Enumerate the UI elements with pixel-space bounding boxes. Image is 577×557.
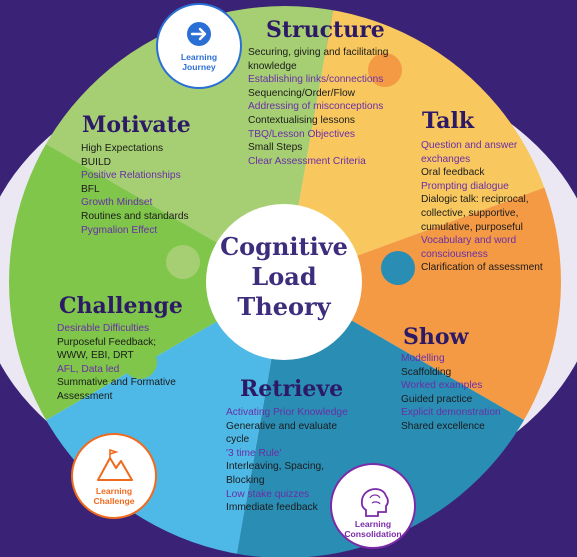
structure-item: Establishing links/connections [248, 74, 384, 86]
retrieve-title: Retrieve [240, 376, 344, 402]
challenge-item: AFL, Data led [57, 363, 120, 375]
motivate-title: Motivate [82, 112, 191, 138]
retrieve-item: '3 time Rule' [226, 447, 282, 459]
challenge-item: Desirable Difficulties [57, 323, 150, 334]
talk-title: Talk [422, 108, 475, 134]
talk-sector [285, 179, 561, 432]
structure-item: Addressing of misconceptions [248, 101, 384, 113]
talk-item: Question and answer exchanges [421, 140, 518, 165]
challenge-item: WWW, EBI, DRT [57, 350, 134, 362]
learning-journey-line2: Journey [182, 62, 216, 72]
structure-item: Sequencing/Order/Flow [248, 87, 356, 99]
structure-item: Clear Assessment Criteria [248, 155, 366, 167]
learning-consolidation-badge [330, 463, 416, 549]
talk-item: Clarification of assessment [421, 262, 543, 274]
show-item: Worked examples [401, 380, 483, 392]
challenge-title: Challenge [59, 293, 183, 319]
retrieve-item: Activating Prior Knowledge [226, 407, 348, 418]
mountain-icon [97, 457, 133, 481]
center-title: Cognitive Load Theory [208, 232, 360, 322]
challenge-item: Summative and Formative Assessment [57, 377, 176, 402]
puzzle-tab-1 [368, 53, 402, 87]
retrieve-item: Low stake quizzes [226, 488, 310, 500]
learning-consolidation-label: Learning Consolidation [338, 519, 408, 539]
talk-item: Prompting dialogue [421, 180, 509, 192]
motivate-item: Growth Mindset [81, 197, 153, 209]
motivate-item: BFL [81, 183, 100, 195]
structure-list: Securing, giving and facilitating knowle… [248, 46, 396, 168]
motivate-item: Pygmalion Effect [81, 224, 158, 236]
retrieve-item: Immediate feedback [226, 502, 318, 514]
motivate-item: BUILD [81, 156, 112, 168]
show-item: Guided practice [401, 393, 473, 405]
structure-item: TBQ/Lesson Objectives [248, 128, 356, 140]
show-item: Explicit demonstration [401, 407, 501, 419]
talk-item: Dialogic talk: reciprocal, collective, s… [421, 194, 529, 233]
structure-sector [285, 6, 561, 282]
learning-challenge-badge [71, 433, 157, 519]
talk-item: Oral feedback [421, 167, 485, 179]
structure-title: Structure [266, 17, 385, 43]
motivate-item: Routines and standards [81, 210, 189, 222]
center-line-2: Load [251, 262, 317, 291]
show-item: Shared excellence [401, 420, 485, 432]
learning-journey-badge [156, 3, 242, 89]
center-line-3: Theory [237, 292, 331, 321]
motivate-item: Positive Relationships [81, 170, 181, 182]
show-title: Show [403, 324, 469, 350]
head-brain-icon [361, 488, 389, 517]
puzzle-tab-4 [123, 345, 157, 379]
structure-item: Contextualising lessons [248, 114, 356, 126]
center-circle [206, 204, 362, 360]
learning-consolidation-line2: Consolidation [344, 529, 402, 539]
retrieve-item: Generative and evaluate cycle [226, 420, 338, 446]
puzzle-tab-5 [348, 379, 382, 413]
center-line-1: Cognitive [220, 232, 348, 261]
talk-item: Vocabulary and word consciousness [421, 235, 517, 260]
structure-item: Small Steps [248, 142, 303, 154]
structure-item: Securing, giving and facilitating knowle… [248, 47, 389, 72]
learning-consolidation-line1: Learning [354, 519, 392, 529]
retrieve-item: Interleaving, Spacing, Blocking [226, 461, 324, 486]
puzzle-tab-0 [186, 196, 220, 230]
puzzle-tab-2 [381, 251, 415, 285]
puzzle-tab-3 [166, 245, 200, 279]
learning-challenge-line1: Learning [95, 486, 133, 496]
show-item: Modelling [401, 353, 445, 364]
learning-challenge-line2: Challenge [93, 496, 135, 506]
motivate-item: High Expectations [81, 143, 164, 154]
challenge-sector [9, 132, 285, 432]
learning-challenge-label: Learning Challenge [84, 486, 144, 506]
learning-journey-line1: Learning [180, 52, 218, 62]
learning-journey-label: Learning Journey [169, 52, 229, 72]
show-item: Scaffolding [401, 366, 452, 378]
challenge-item: Purposeful Feedback; [57, 336, 157, 348]
